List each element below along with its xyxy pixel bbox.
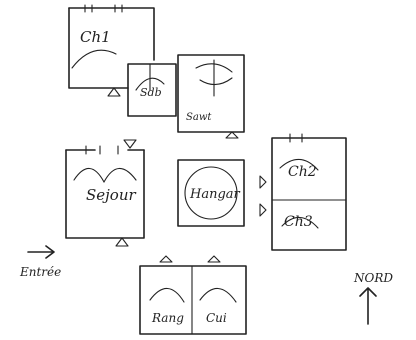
room-rang-cuisine: Rang Cui — [139, 255, 247, 335]
room-sdb: Sdb — [107, 63, 177, 117]
door-marker — [225, 131, 239, 139]
entrance-label: Entrée — [19, 265, 61, 279]
room-hangar: Hangar — [177, 159, 245, 227]
room-label-sdb: Sdb — [140, 86, 162, 99]
room-label-rang: Rang — [151, 311, 184, 325]
door-marker — [107, 87, 121, 97]
room-sejour: Sejour — [65, 139, 145, 247]
north-label: NORD — [353, 271, 393, 285]
north-arrow: NORD — [353, 271, 393, 325]
room-label-hangar: Hangar — [189, 187, 241, 202]
entrance-annotation: Entrée — [19, 245, 61, 279]
room-ch1: Ch1 — [68, 4, 155, 89]
room-ch2-ch3: Ch2 Ch3 — [259, 133, 347, 251]
room-label-sejour: Sejour — [86, 186, 136, 204]
room-label-ch1: Ch1 — [80, 28, 111, 46]
door-marker — [259, 175, 267, 189]
door-marker — [159, 255, 173, 263]
door-marker — [259, 203, 267, 217]
room-label-cuisine: Cui — [206, 311, 227, 325]
svg-text:Sawt: Sawt — [186, 112, 212, 123]
room-label-ch2: Ch2 — [288, 164, 317, 180]
room-label-ch3: Ch3 — [284, 214, 313, 230]
room-center: Sawt — [177, 54, 245, 139]
door-marker — [207, 255, 221, 263]
door-marker — [115, 237, 129, 247]
door-marker — [123, 139, 137, 149]
